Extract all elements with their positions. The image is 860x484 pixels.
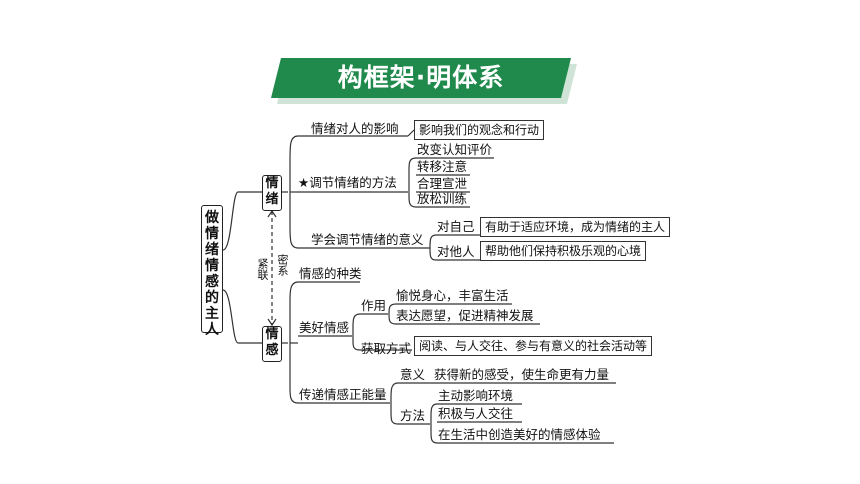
way-label: 获取方式: [361, 341, 412, 356]
meaning-self-label: 对自己: [437, 219, 475, 234]
title-banner: 构框架·明体系: [271, 58, 580, 104]
emotion-branch-methods: ★调节情绪的方法: [298, 175, 397, 190]
emotion-node: 情绪: [262, 175, 282, 211]
connector-label-right: 密系: [276, 254, 289, 276]
line-root-emotion: [222, 191, 262, 251]
meaning-others-label: 对他人: [437, 244, 475, 259]
method-item: 转移注意: [417, 159, 468, 174]
feeling-label: 情感: [265, 327, 279, 358]
energy-method-item: 在生活中创造美好的情感体验: [438, 427, 601, 442]
feeling-node: 情感: [262, 326, 282, 362]
page-title: 构框架·明体系: [337, 63, 505, 92]
effect-item: 愉悦身心，丰富生活: [396, 288, 509, 303]
line-root-feeling: [222, 289, 262, 344]
effect-item: 表达愿望，促进精神发展: [396, 308, 534, 323]
method-item: 改变认知评价: [417, 142, 493, 157]
meaning-self-leaf: 有助于适应环境，成为情绪的主人: [480, 217, 671, 237]
effect-label: 作用: [361, 298, 387, 313]
feeling-branch-beautiful: 美好情感: [299, 320, 350, 335]
energy-method-label: 方法: [400, 408, 426, 423]
method-item: 合理宣泄: [417, 176, 468, 191]
root-label: 做情绪情感的主人: [205, 210, 219, 338]
energy-meaning-text: 获得新的感受，使生命更有力量: [434, 367, 610, 382]
method-item: 放松训练: [417, 191, 468, 206]
energy-method-item: 主动影响环境: [438, 388, 514, 403]
energy-method-item: 积极与人交往: [438, 406, 514, 421]
feeling-branch-types: 情感的种类: [299, 266, 362, 281]
emotion-influence-leaf: 影响我们的观念和行动: [414, 120, 545, 140]
energy-meaning-label: 意义: [400, 367, 426, 382]
feeling-branch-energy: 传递情感正能量: [299, 387, 387, 402]
way-leaf: 阅读、与人交往、参与有意义的社会活动等: [414, 336, 653, 356]
root-node: 做情绪情感的主人: [201, 205, 223, 338]
connector-label-left: 紧联: [256, 258, 269, 280]
emotion-branch-meaning: 学会调节情绪的意义: [311, 232, 424, 247]
emotion-branch-influence: 情绪对人的影响: [311, 121, 399, 136]
meaning-others-leaf: 帮助他们保持积极乐观的心境: [480, 241, 647, 261]
emotion-label: 情绪: [265, 176, 279, 207]
